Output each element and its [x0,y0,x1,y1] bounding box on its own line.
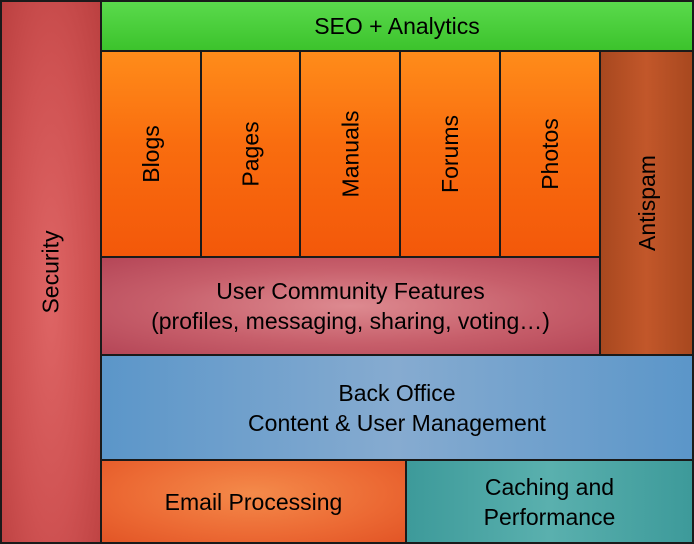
back-office-label: Back Office Content & User Management [248,378,546,438]
security-label: Security [38,230,64,314]
feature-label-forums: Forums [436,115,463,193]
feature-block-pages: Pages [200,50,301,258]
email-processing-label: Email Processing [164,488,343,515]
user-community-block: User Community Features (profiles, messa… [100,256,601,356]
back-office-block: Back Office Content & User Management [100,354,694,461]
user-community-subtitle: (profiles, messaging, sharing, voting…) [151,308,550,334]
caching-line-2: Performance [483,503,616,530]
caching-line-1: Caching and [484,473,615,500]
feature-block-forums: Forums [399,50,501,258]
antispam-block: Antispam [599,50,694,356]
antispam-label: Antispam [633,155,660,251]
back-office-title: Back Office [338,379,456,406]
feature-label-pages: Pages [237,121,264,187]
back-office-subtitle: Content & User Management [248,409,546,436]
user-community-title: User Community Features [216,278,485,304]
feature-label-blogs: Blogs [137,125,164,183]
feature-block-blogs: Blogs [100,50,202,258]
caching-performance-label: Caching and Performance [484,472,616,532]
feature-block-manuals: Manuals [299,50,401,258]
caching-performance-block: Caching and Performance [405,459,694,544]
seo-analytics-block: SEO + Analytics [100,0,694,52]
feature-label-manuals: Manuals [337,110,363,198]
feature-label-photos: Photos [536,118,563,190]
email-processing-block: Email Processing [100,459,407,544]
security-block: Security [0,0,102,544]
feature-block-photos: Photos [499,50,601,258]
seo-analytics-label: SEO + Analytics [314,13,480,39]
user-community-label: User Community Features (profiles, messa… [151,276,550,336]
